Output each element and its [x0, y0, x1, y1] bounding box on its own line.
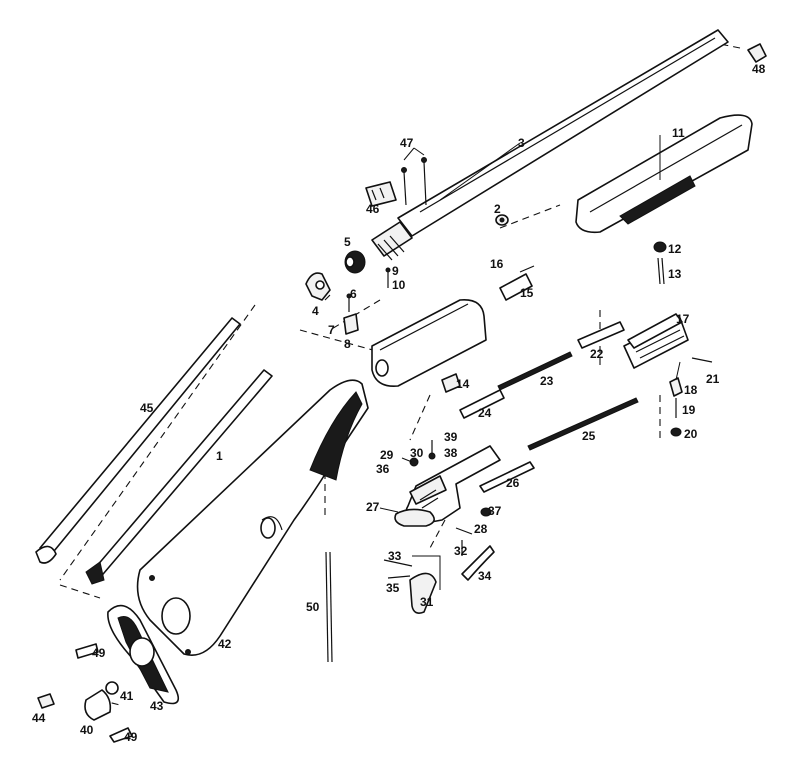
sear-parts [669, 377, 683, 437]
callout-1: 1 [216, 449, 223, 463]
rear-sight [365, 181, 397, 207]
label-leaders [379, 135, 681, 590]
callout-43: 43 [150, 699, 164, 713]
callout-48: 48 [752, 62, 766, 76]
callout-44: 44 [32, 711, 46, 725]
callout-18: 18 [684, 383, 698, 397]
callout-2: 2 [494, 202, 501, 216]
callout-45: 45 [140, 401, 154, 415]
callout-49-upper: 49 [92, 646, 106, 660]
trigger-pins [409, 440, 492, 556]
callout-5: 5 [344, 235, 351, 249]
callout-4: 4 [312, 304, 319, 318]
trigger-springs [383, 559, 413, 579]
callout-28: 28 [474, 522, 488, 536]
callout-7: 7 [328, 323, 335, 337]
callout-23: 23 [540, 374, 554, 388]
callout-41: 41 [120, 689, 134, 703]
callout-49-lower: 49 [124, 730, 138, 744]
callout-50: 50 [306, 600, 320, 614]
receiver-housing [371, 299, 487, 387]
callout-31: 31 [420, 595, 434, 609]
callout-20: 20 [684, 427, 698, 441]
barrel-nut [344, 250, 366, 274]
callout-30: 30 [410, 446, 424, 460]
callout-40: 40 [80, 723, 94, 737]
callout-15: 15 [520, 286, 534, 300]
callout-27: 27 [366, 500, 380, 514]
barrel-band [305, 272, 331, 301]
callout-36: 36 [376, 462, 390, 476]
callout-37: 37 [488, 504, 502, 518]
callout-34: 34 [478, 569, 492, 583]
callout-39: 39 [444, 430, 458, 444]
stock [136, 379, 369, 656]
callout-32: 32 [454, 544, 468, 558]
callout-9: 9 [392, 264, 399, 278]
callout-29: 29 [380, 448, 394, 462]
buttplate [107, 604, 180, 705]
callout-35: 35 [386, 581, 400, 595]
buttplate-hardware [37, 643, 133, 743]
callout-labels: 1 2 3 4 5 6 7 8 9 10 11 12 13 14 15 16 1… [32, 62, 766, 744]
receiver [623, 313, 689, 369]
callout-42: 42 [218, 637, 232, 651]
trigger-group [394, 445, 501, 527]
callout-26: 26 [506, 476, 520, 490]
forend-screw [653, 241, 667, 285]
callout-10: 10 [392, 278, 406, 292]
sight-screws [401, 157, 427, 206]
barrel [371, 29, 729, 261]
callout-21: 21 [706, 372, 720, 386]
trigger-rod [479, 461, 535, 493]
callout-14: 14 [456, 377, 470, 391]
small-nut [495, 214, 509, 226]
callout-19: 19 [682, 403, 696, 417]
callout-24: 24 [478, 406, 492, 420]
callout-16: 16 [490, 257, 504, 271]
callout-47: 47 [400, 136, 414, 150]
callout-22: 22 [590, 347, 604, 361]
callout-25: 25 [582, 429, 596, 443]
callout-33: 33 [388, 549, 402, 563]
callout-12: 12 [668, 242, 682, 256]
callout-3: 3 [518, 136, 525, 150]
callout-8: 8 [344, 337, 351, 351]
cleaning-rods [35, 317, 273, 585]
small-pins [343, 267, 391, 335]
receiver-pin [691, 357, 713, 363]
forend [575, 114, 753, 234]
callout-46: 46 [366, 202, 380, 216]
ramrod [325, 551, 333, 663]
callout-6: 6 [350, 287, 357, 301]
firing-pin [577, 321, 625, 349]
callout-13: 13 [668, 267, 682, 281]
main-spring [527, 397, 639, 451]
callout-11: 11 [672, 126, 685, 140]
hinge-pin [499, 265, 535, 301]
spring-rod [459, 351, 573, 419]
callout-38: 38 [444, 446, 458, 460]
safety-lever [461, 545, 495, 581]
callout-17: 17 [676, 312, 690, 326]
muzzle-sight [747, 43, 767, 63]
latch-block [441, 373, 461, 393]
trigger [409, 572, 437, 614]
